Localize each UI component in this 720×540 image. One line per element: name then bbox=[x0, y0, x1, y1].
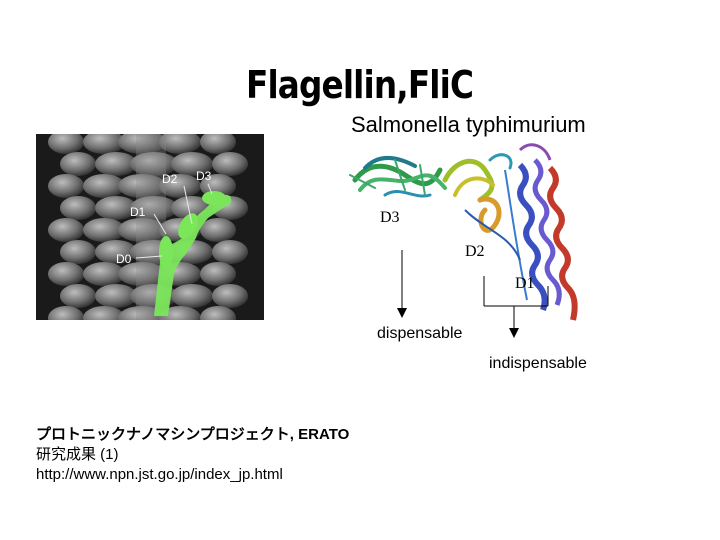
filament-lobe bbox=[95, 284, 137, 308]
filament-lobe bbox=[130, 152, 178, 176]
micro-label-d3: D3 bbox=[196, 169, 212, 183]
filament-lobe bbox=[212, 284, 248, 308]
credit-result: 研究成果 (1) bbox=[36, 446, 119, 463]
flagellin-ribbon-structure bbox=[349, 143, 578, 321]
domain-d2-ribbon bbox=[442, 153, 513, 233]
filament-lobe bbox=[83, 262, 125, 286]
filament-lobe bbox=[48, 262, 84, 286]
filament-lobe bbox=[200, 306, 236, 320]
filament-lobe bbox=[95, 196, 137, 220]
structure-label-d3: D3 bbox=[380, 209, 400, 226]
credit-block: プロトニックナノマシンプロジェクト, ERATO 研究成果 (1) http:/… bbox=[36, 425, 349, 485]
structure-label-d1: D1 bbox=[515, 275, 535, 292]
domain-d3-ribbon bbox=[349, 156, 447, 198]
slide-subtitle: Salmonella typhimurium bbox=[351, 112, 586, 137]
filament-lobe bbox=[118, 306, 166, 320]
filament-lobe bbox=[200, 262, 236, 286]
filament-lobe bbox=[118, 134, 166, 154]
filament-lobe bbox=[83, 218, 125, 242]
filament-lobe bbox=[95, 240, 137, 264]
filament-lobe bbox=[83, 306, 125, 320]
filament-lobe bbox=[171, 152, 213, 176]
arrow-d3-head bbox=[397, 308, 407, 318]
filament-lobe bbox=[200, 134, 236, 154]
filament-lobe bbox=[118, 262, 166, 286]
filament-lobe bbox=[60, 284, 96, 308]
filament-lobe bbox=[60, 152, 96, 176]
filament-lobe bbox=[171, 284, 213, 308]
arrow-d1-head bbox=[509, 328, 519, 338]
filament-lobe bbox=[48, 306, 84, 320]
filament-lobe bbox=[83, 134, 125, 154]
filament-lobe bbox=[159, 174, 201, 198]
filament-lobe bbox=[130, 196, 178, 220]
filament-micrograph: D2 D3 D1 D0 bbox=[36, 134, 264, 320]
filament-lobe bbox=[212, 240, 248, 264]
filament-lobe bbox=[118, 218, 166, 242]
domain-d1-ribbon bbox=[464, 143, 578, 321]
filament-lobe bbox=[200, 218, 236, 242]
filament-lobe bbox=[95, 152, 137, 176]
dispensable-label: dispensable bbox=[377, 325, 463, 342]
indispensable-label: indispensable bbox=[489, 355, 587, 372]
credit-project: プロトニックナノマシンプロジェクト, ERATO bbox=[36, 426, 350, 443]
filament-lobe bbox=[212, 152, 248, 176]
credit-url[interactable]: http://www.npn.jst.go.jp/index_jp.html bbox=[36, 466, 283, 483]
filament-lobe bbox=[60, 196, 96, 220]
filament-lobe bbox=[83, 174, 125, 198]
micro-label-d0: D0 bbox=[116, 252, 132, 266]
micro-label-d1: D1 bbox=[130, 205, 146, 219]
filament-lobe bbox=[48, 174, 84, 198]
filament-lobe bbox=[48, 134, 84, 154]
dispensability-arrows bbox=[397, 250, 549, 338]
filament-lobe bbox=[48, 218, 84, 242]
structure-label-d2: D2 bbox=[465, 243, 485, 260]
slide-title: Flagellin,FliC bbox=[246, 63, 474, 107]
filament-lobe bbox=[60, 240, 96, 264]
filament-lobe bbox=[159, 306, 201, 320]
micro-label-d2: D2 bbox=[162, 172, 178, 186]
filament-lobe bbox=[159, 134, 201, 154]
filament-lobe bbox=[118, 174, 166, 198]
